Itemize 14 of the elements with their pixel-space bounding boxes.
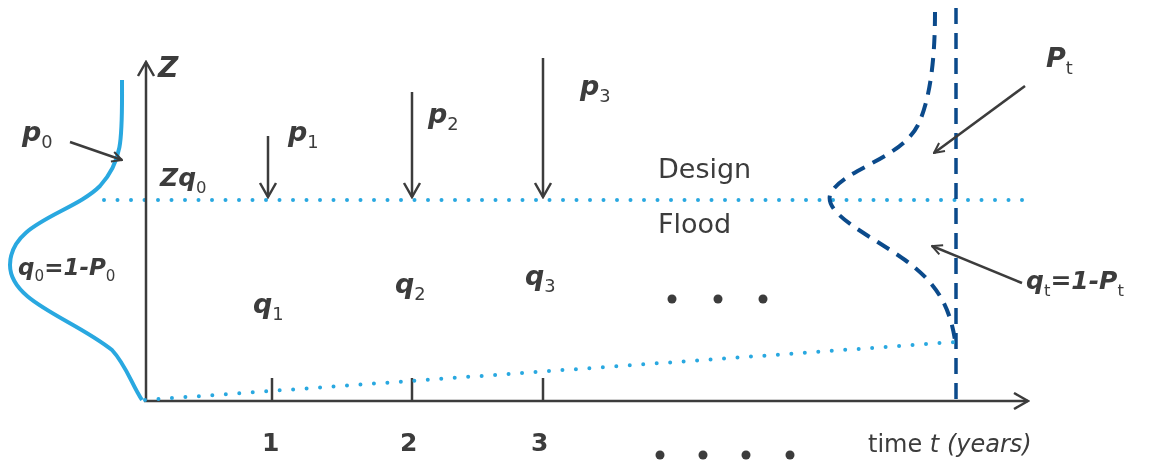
leader-arrow (69, 140, 123, 163)
line-label: Design (658, 155, 752, 182)
formula-label: q$_{0}$=1-P$_{0}$ (18, 256, 116, 279)
line-label: Flood (658, 210, 732, 237)
distribution-curve (8, 80, 144, 402)
tick-label: 1 (262, 430, 280, 455)
leader-arrow (933, 85, 1026, 154)
distribution-curve (827, 12, 957, 341)
leader-arrow (931, 244, 1023, 285)
axis-label: Z (158, 54, 179, 82)
trend-line (143, 340, 957, 402)
tick-label: 2 (400, 430, 418, 455)
axis-label: time t (years) (868, 432, 1032, 456)
tick-label: 3 (531, 430, 549, 455)
